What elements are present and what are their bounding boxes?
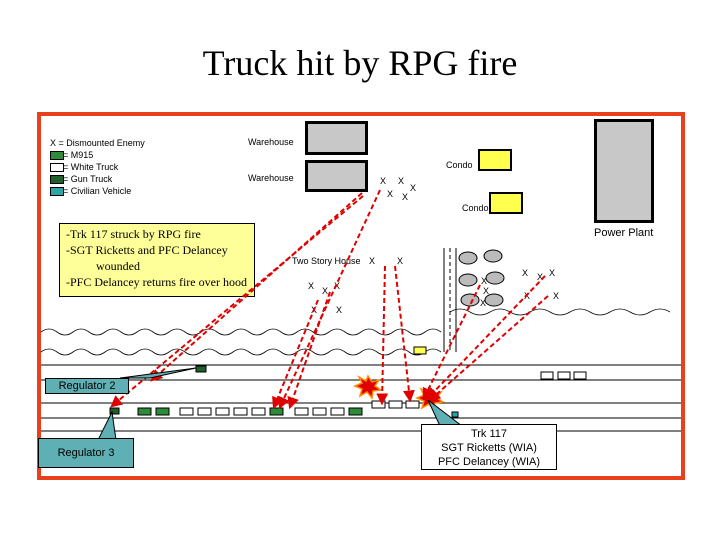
convoy-white-2 [197,407,212,416]
trk117-wia-1: SGT Ricketts (WIA) [441,442,537,454]
trk117-title: Trk 117 [470,428,508,440]
convoy-white-3 [215,407,230,416]
condo-label-1: Condo [446,160,473,170]
convoy-white-11 [405,400,420,409]
convoy-m915-3 [269,407,284,416]
fire-line-8 [422,284,481,401]
enemy-marker: X [549,268,556,278]
regulator-3-label: Regulator 3 [38,438,134,468]
fire-line-1 [150,192,363,382]
enemy-marker: X [336,305,343,315]
warehouse-2 [305,160,368,192]
trees [458,249,505,307]
tree-2 [483,249,503,263]
warehouse-label-2: Warehouse [248,173,294,183]
enemy-marker: X [553,291,560,301]
enemy-marker: X [537,272,544,282]
legend-enemy: X = Dismounted Enemy [50,138,145,148]
enemy-marker: X [380,176,387,186]
enemy-marker: X [483,286,490,296]
legend-white-truck: = White Truck [63,162,119,172]
enemy-marker: X [387,189,394,199]
condo-label-2: Condo [462,203,489,213]
enemy-marker: X [308,281,315,291]
fire-line-10 [426,275,546,400]
condo-2 [489,192,523,214]
enemy-marker: X [397,256,404,266]
enemy-marker: X [480,298,487,308]
convoy-white-5 [251,407,266,416]
enemy-marker: X [481,276,488,286]
enemy-marker: X [322,286,329,296]
convoy-white-1 [179,407,194,416]
convoy-white-8 [330,407,345,416]
convoy-white-6 [294,407,309,416]
gun-truck-swatch-icon [50,175,64,184]
fire-line-5 [272,299,319,410]
power-plant [594,119,654,223]
enemy-marker: X [334,281,341,291]
regulator-3-pointer [97,410,117,441]
warehouse-label-1: Warehouse [248,137,294,147]
convoy-m915-2 [155,407,170,416]
fire-line-7 [394,265,415,403]
civilian-swatch-icon [50,187,64,196]
warehouse-1 [305,121,368,155]
tree-5 [460,293,480,307]
m915-swatch-icon [50,151,64,160]
wall-line-lower [40,348,442,356]
convoy-m915-4 [348,407,363,416]
note-line-3: wounded [96,259,140,273]
enemy-marker: X [522,268,529,278]
condo-1 [478,149,512,171]
enemy-marker: X [398,176,405,186]
parked-truck-1 [540,371,554,380]
regulator-2-pointer [119,367,197,379]
enemy-marker: X [369,256,376,266]
civilian-vehicle-1 [451,411,459,418]
note-line-1: -Trk 117 struck by RPG fire [66,227,201,241]
convoy-gun-truck-1 [109,407,120,415]
legend-civilian: = Civilian Vehicle [63,186,132,196]
white-truck-swatch-icon [50,163,64,172]
tree-6 [484,293,504,307]
map-frame [37,112,685,480]
fire-line-2 [110,195,364,408]
enemy-marker: X [402,192,409,202]
legend-gun-truck: = Gun Truck [63,174,113,184]
civilian-vehicle-yellow [413,346,427,355]
gun-truck-regulator-2 [195,365,207,373]
trk117-wia-2: PFC Delancey (WIA) [437,456,541,468]
convoy-white-9 [371,400,386,409]
convoy-white-7 [312,407,327,416]
wall-line-right [449,308,671,316]
convoy-m915-1 [137,407,152,416]
parked-truck-3 [573,371,587,380]
fire-line-9 [428,295,549,402]
tree-4 [485,271,505,285]
convoy-white-4 [233,407,248,416]
two-story-house-label: Two Story House [292,256,361,266]
slide-title: Truck hit by RPG fire [202,43,518,83]
note-line-4: -PFC Delancey returns fire over hood [66,275,247,289]
tree-1 [458,251,478,265]
fire-line-4 [287,291,331,410]
trk117-callout: Trk 117 SGT Ricketts (WIA) PFC Delancey … [421,424,557,470]
regulator-2-label: Regulator 2 [45,378,129,394]
wall-line-upper [40,328,442,336]
legend-m915: = M915 [63,150,94,160]
enemy-marker: X [410,183,417,193]
convoy-white-10 [388,400,403,409]
fire-line-6 [376,265,389,406]
explosion-icon-1 [353,374,384,400]
event-note: -Trk 117 struck by RPG fire -SGT Rickett… [59,223,255,297]
tree-3 [458,273,478,287]
power-plant-label: Power Plant [594,227,654,239]
note-line-2: -SGT Ricketts and PFC Delancey [66,243,228,257]
parked-truck-2 [557,371,571,380]
